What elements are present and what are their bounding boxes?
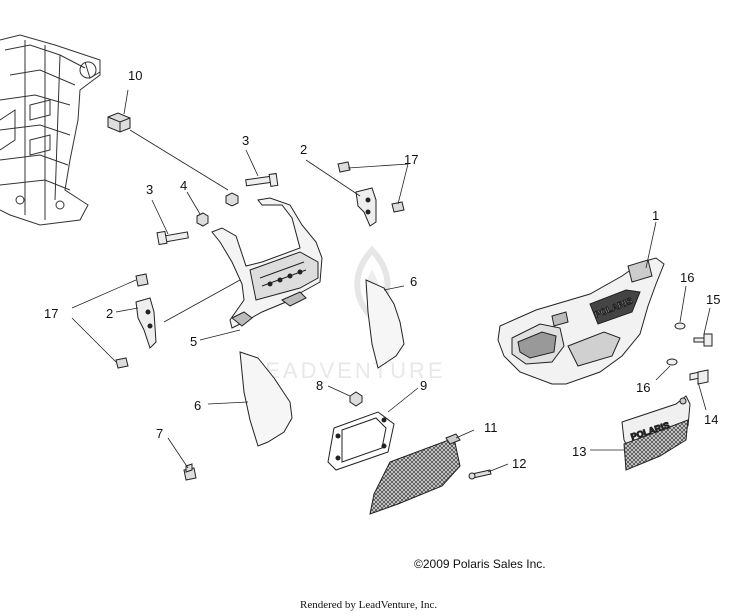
callout-17-lower: 17 xyxy=(44,306,58,321)
watermark-text: LEADVENTURE xyxy=(250,358,446,383)
washer-part-16[interactable] xyxy=(666,322,686,366)
callout-6-right: 6 xyxy=(410,274,417,289)
callout-11: 11 xyxy=(484,420,498,435)
bracket-part-2-lower[interactable] xyxy=(135,297,157,349)
callout-7: 7 xyxy=(156,426,163,441)
copyright-text: ©2009 Polaris Sales Inc. xyxy=(414,557,546,571)
callout-3-upper: 3 xyxy=(242,133,249,148)
mesh-screen-part-11[interactable] xyxy=(369,433,461,515)
callout-2-lower: 2 xyxy=(106,306,113,321)
callout-3-lower: 3 xyxy=(146,182,153,197)
callout-16-lower: 16 xyxy=(636,380,650,395)
front-bumper-part-1[interactable]: POLARIS xyxy=(497,257,665,385)
bumper-bracket-part-5[interactable] xyxy=(211,197,323,329)
callout-17-upper: 17 xyxy=(404,152,418,167)
side-panel-part-6-right[interactable] xyxy=(365,279,405,369)
callout-1: 1 xyxy=(652,208,659,223)
nut-part-8[interactable] xyxy=(349,391,363,407)
bolt-part-14[interactable] xyxy=(689,369,709,385)
callout-14: 14 xyxy=(704,412,718,427)
fastener-part-7[interactable] xyxy=(183,463,197,481)
bracket-part-2-upper[interactable] xyxy=(355,187,377,227)
grille-frame-part-9[interactable] xyxy=(327,411,395,471)
callout-6-left: 6 xyxy=(194,398,201,413)
callout-4: 4 xyxy=(180,178,187,193)
callout-13: 13 xyxy=(572,444,586,459)
side-panel-part-6-left[interactable] xyxy=(239,351,293,447)
leader-lines xyxy=(71,89,711,473)
rubber-block-part-10[interactable] xyxy=(107,112,131,133)
bolt-part-15[interactable] xyxy=(693,333,713,347)
screw-part-12[interactable] xyxy=(468,469,492,480)
callout-10: 10 xyxy=(128,68,142,83)
callout-5: 5 xyxy=(190,334,197,349)
frame-assembly xyxy=(0,34,101,226)
callout-12: 12 xyxy=(512,456,526,471)
callouts: 10 3 3 4 2 17 1 16 15 6 17 2 5 6 8 9 16 … xyxy=(44,68,720,471)
callout-15: 15 xyxy=(706,292,720,307)
bolt-part-3-upper[interactable] xyxy=(245,172,279,187)
callout-9: 9 xyxy=(420,378,427,393)
nut-part-4[interactable] xyxy=(196,192,239,227)
callout-8: 8 xyxy=(316,378,323,393)
front-grille-part-13[interactable]: POLARIS xyxy=(621,395,691,471)
rendered-by-text: Rendered by LeadVenture, Inc. xyxy=(300,599,438,611)
callout-16-upper: 16 xyxy=(680,270,694,285)
callout-2-upper: 2 xyxy=(300,142,307,157)
bolt-part-3-lower[interactable] xyxy=(156,230,189,246)
